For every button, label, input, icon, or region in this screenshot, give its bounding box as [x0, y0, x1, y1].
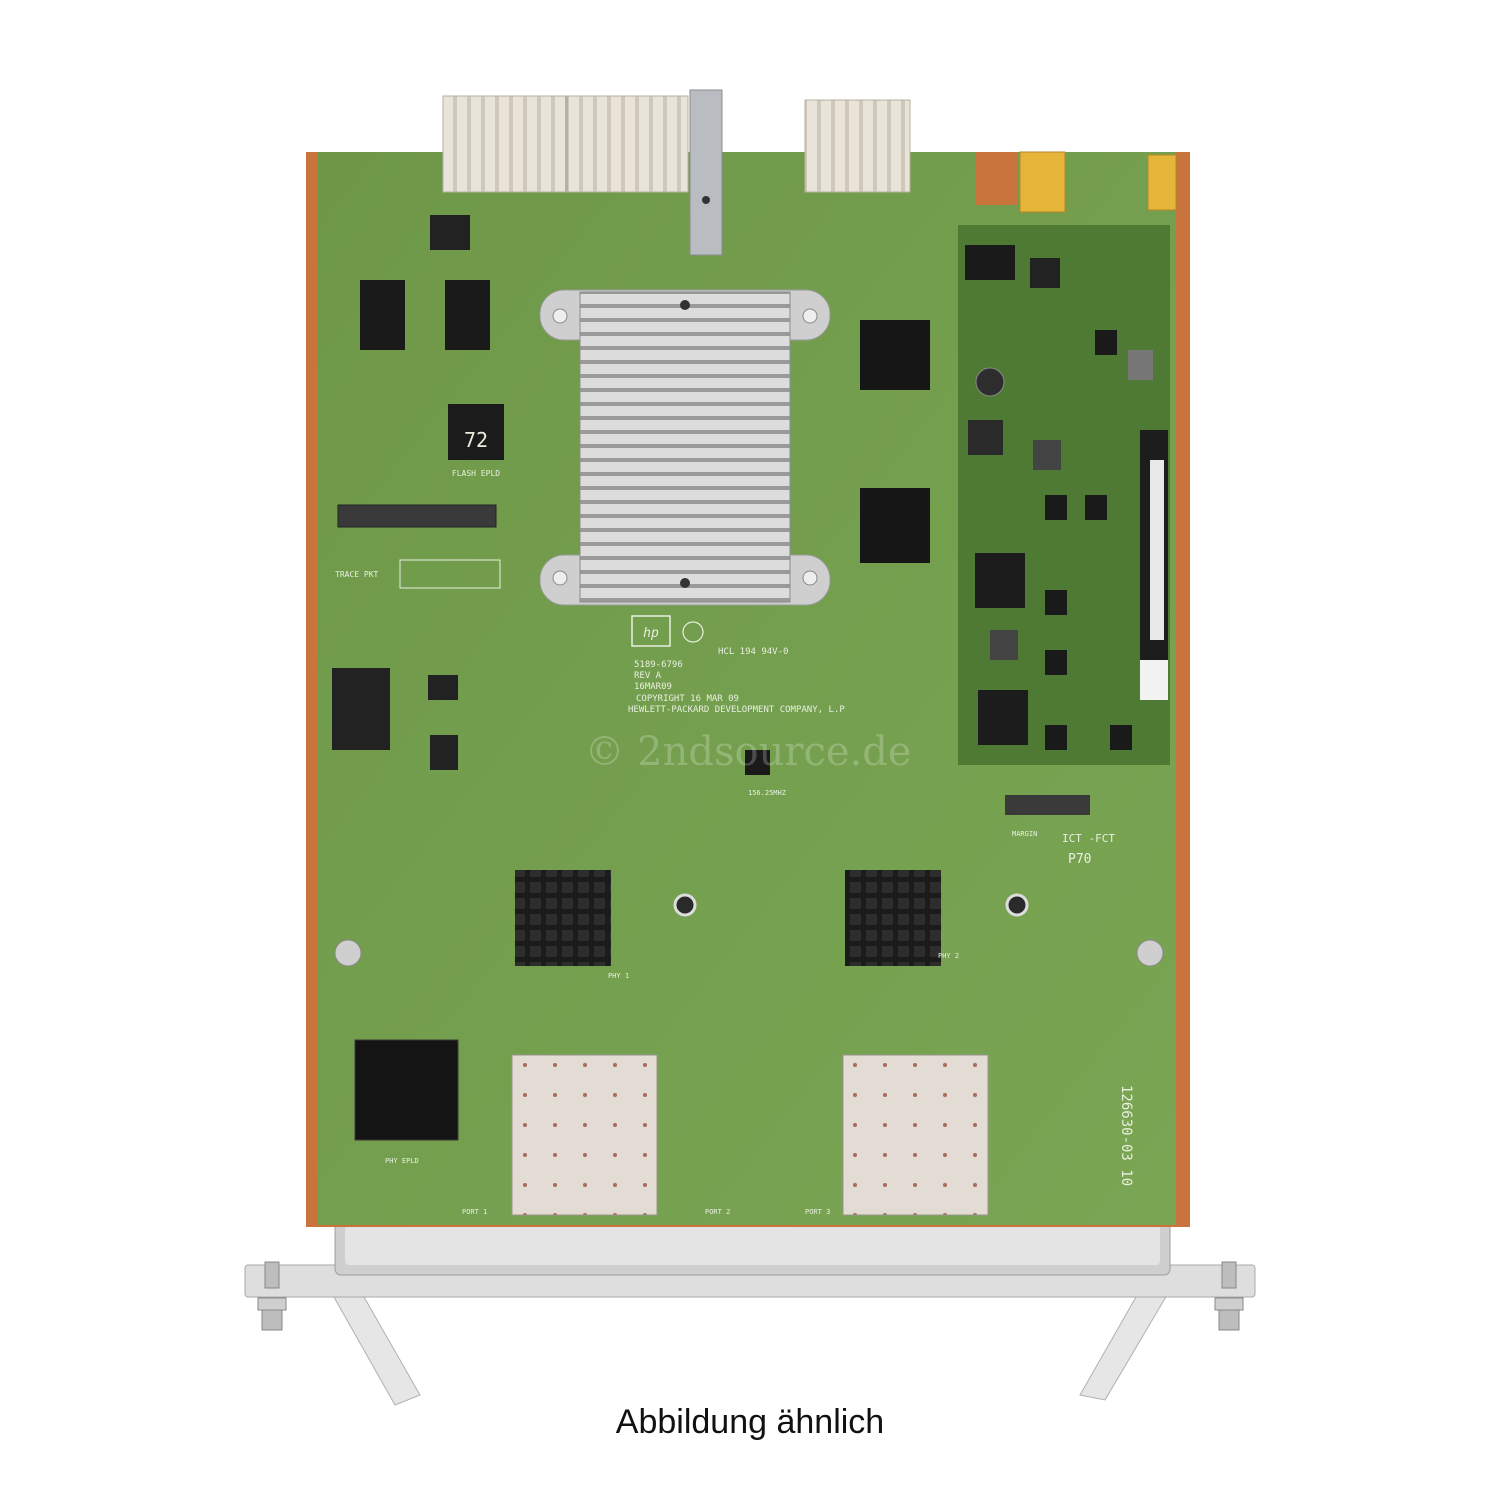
svg-text:156.25MHZ: 156.25MHZ — [748, 789, 786, 797]
svg-text:TRACE PKT: TRACE PKT — [335, 570, 379, 579]
power-inductors — [965, 245, 1168, 750]
serial-vertical: 126630-03 10 — [1118, 1085, 1134, 1186]
gold-fingers — [1019, 151, 1177, 213]
backplane-connector — [442, 95, 911, 193]
svg-text:PORT 2: PORT 2 — [705, 1208, 730, 1216]
thumbscrew-left — [257, 1261, 287, 1331]
heatsink — [539, 289, 831, 606]
svg-text:MARGIN: MARGIN — [1012, 830, 1037, 838]
svg-text:P70: P70 — [1068, 852, 1091, 867]
bracket-legs — [329, 1289, 1171, 1406]
faceplate — [244, 1214, 1256, 1298]
phy-epld-chip: PHY EPLD — [354, 1039, 459, 1165]
svg-text:FLASH EPLD: FLASH EPLD — [452, 469, 500, 478]
svg-text:COPYRIGHT 16 MAR 09: COPYRIGHT 16 MAR 09 — [636, 694, 739, 704]
metal-bracket-top — [689, 89, 723, 256]
sfp-cages: PORT 1 PORT 2 PORT 3 — [462, 1054, 989, 1216]
caption: Abbildung ähnlich — [615, 1403, 885, 1441]
phy-heatsinks: PHY 1 PHY 2 — [515, 870, 1029, 980]
svg-text:ICT -FCT: ICT -FCT — [1062, 832, 1115, 845]
svg-text:5189-6796: 5189-6796 — [634, 660, 683, 670]
svg-text:HEWLETT-PACKARD DEVELOPMENT CO: HEWLETT-PACKARD DEVELOPMENT COMPANY, L.P — [628, 705, 845, 715]
memory-chips — [360, 215, 930, 563]
svg-text:PHY 2: PHY 2 — [938, 952, 959, 960]
mounting-screws — [334, 939, 1164, 967]
thumbscrew-right — [1214, 1261, 1244, 1331]
hp-marking: hp 5189-6796 REV A 16MAR09 HCL 194 94V-0… — [628, 615, 845, 715]
svg-text:PORT 3: PORT 3 — [805, 1208, 830, 1216]
svg-text:hp: hp — [643, 626, 659, 641]
svg-text:HCL 194 94V-0: HCL 194 94V-0 — [718, 647, 788, 657]
flash-chip: 72 FLASH EPLD — [448, 404, 504, 478]
svg-text:PHY 1: PHY 1 — [608, 972, 629, 980]
debug-connector: TRACE PKT — [335, 504, 501, 589]
svg-text:REV A: REV A — [634, 671, 662, 681]
svg-text:16MAR09: 16MAR09 — [634, 682, 672, 692]
svg-text:PORT 1: PORT 1 — [462, 1208, 487, 1216]
svg-text:PHY EPLD: PHY EPLD — [385, 1157, 419, 1165]
small-ics: 156.25MHZ MARGIN ICT -FCT P70 — [332, 668, 1115, 867]
svg-text:72: 72 — [464, 428, 488, 452]
watermark: © 2ndsource.de — [584, 729, 911, 775]
